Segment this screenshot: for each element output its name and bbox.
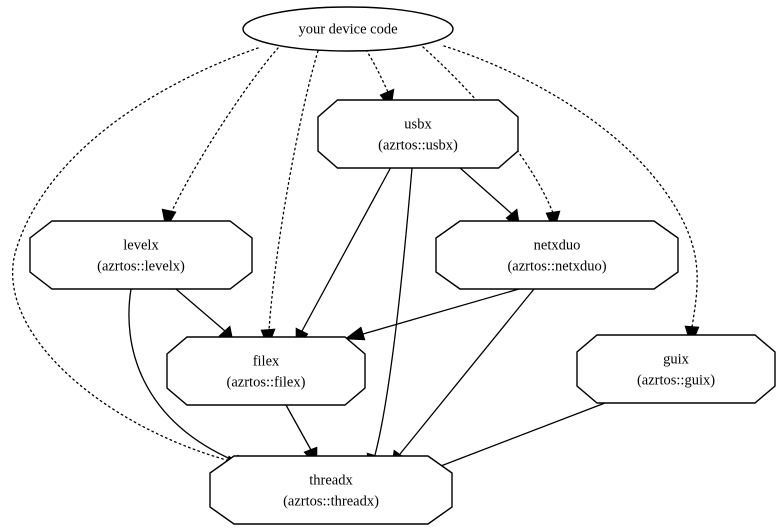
edge-device-to-guix [443, 45, 700, 347]
node-label-filex-line1: filex [253, 353, 280, 369]
edge-usbx-to-netxduo [458, 166, 521, 230]
node-usbx[interactable]: usbx (azrtos::usbx) [317, 99, 519, 169]
node-levelx[interactable]: levelx (azrtos::levelx) [29, 220, 253, 290]
node-label-levelx-line2: (azrtos::levelx) [97, 258, 185, 274]
edge-device-to-levelx [161, 47, 279, 230]
node-label-netxduo-line1: netxduo [534, 237, 581, 253]
node-label-netxduo-line2: (azrtos::netxduo) [507, 258, 606, 274]
netxduo-octagon-shape [435, 220, 679, 290]
device-ellipse-shape [242, 6, 454, 52]
edge-netxduo-to-threadx [390, 288, 535, 472]
usbx-octagon-shape [317, 99, 519, 169]
node-filex[interactable]: filex (azrtos::filex) [166, 336, 366, 406]
edge-netxduo-to-filex [344, 288, 520, 341]
edge-device-to-filex [260, 50, 319, 349]
node-guix[interactable]: guix (azrtos::guix) [576, 334, 776, 404]
node-label-filex-line2: (azrtos::filex) [227, 374, 306, 390]
edge-usbx-to-filex [295, 166, 392, 350]
levelx-octagon-shape [29, 220, 253, 290]
node-your-device-code[interactable]: your device code [242, 6, 454, 52]
filex-octagon-shape [166, 336, 366, 406]
node-label-threadx-line2: (azrtos::threadx) [283, 493, 379, 509]
node-label-usbx-line2: (azrtos::usbx) [378, 137, 458, 153]
node-label-guix-line2: (azrtos::guix) [637, 372, 715, 388]
node-threadx[interactable]: threadx (azrtos::threadx) [209, 455, 453, 525]
threadx-octagon-shape [209, 455, 453, 525]
node-label-threadx-line1: threadx [309, 472, 353, 488]
guix-octagon-shape [576, 334, 776, 404]
node-netxduo[interactable]: netxduo (azrtos::netxduo) [435, 220, 679, 290]
node-label-usbx-line1: usbx [404, 116, 432, 132]
node-label-device-line1: your device code [298, 21, 397, 37]
edge-guix-to-threadx [415, 402, 606, 476]
edge-usbx-to-threadx [366, 167, 413, 474]
node-label-guix-line1: guix [663, 351, 690, 367]
node-label-levelx-line1: levelx [123, 237, 159, 253]
